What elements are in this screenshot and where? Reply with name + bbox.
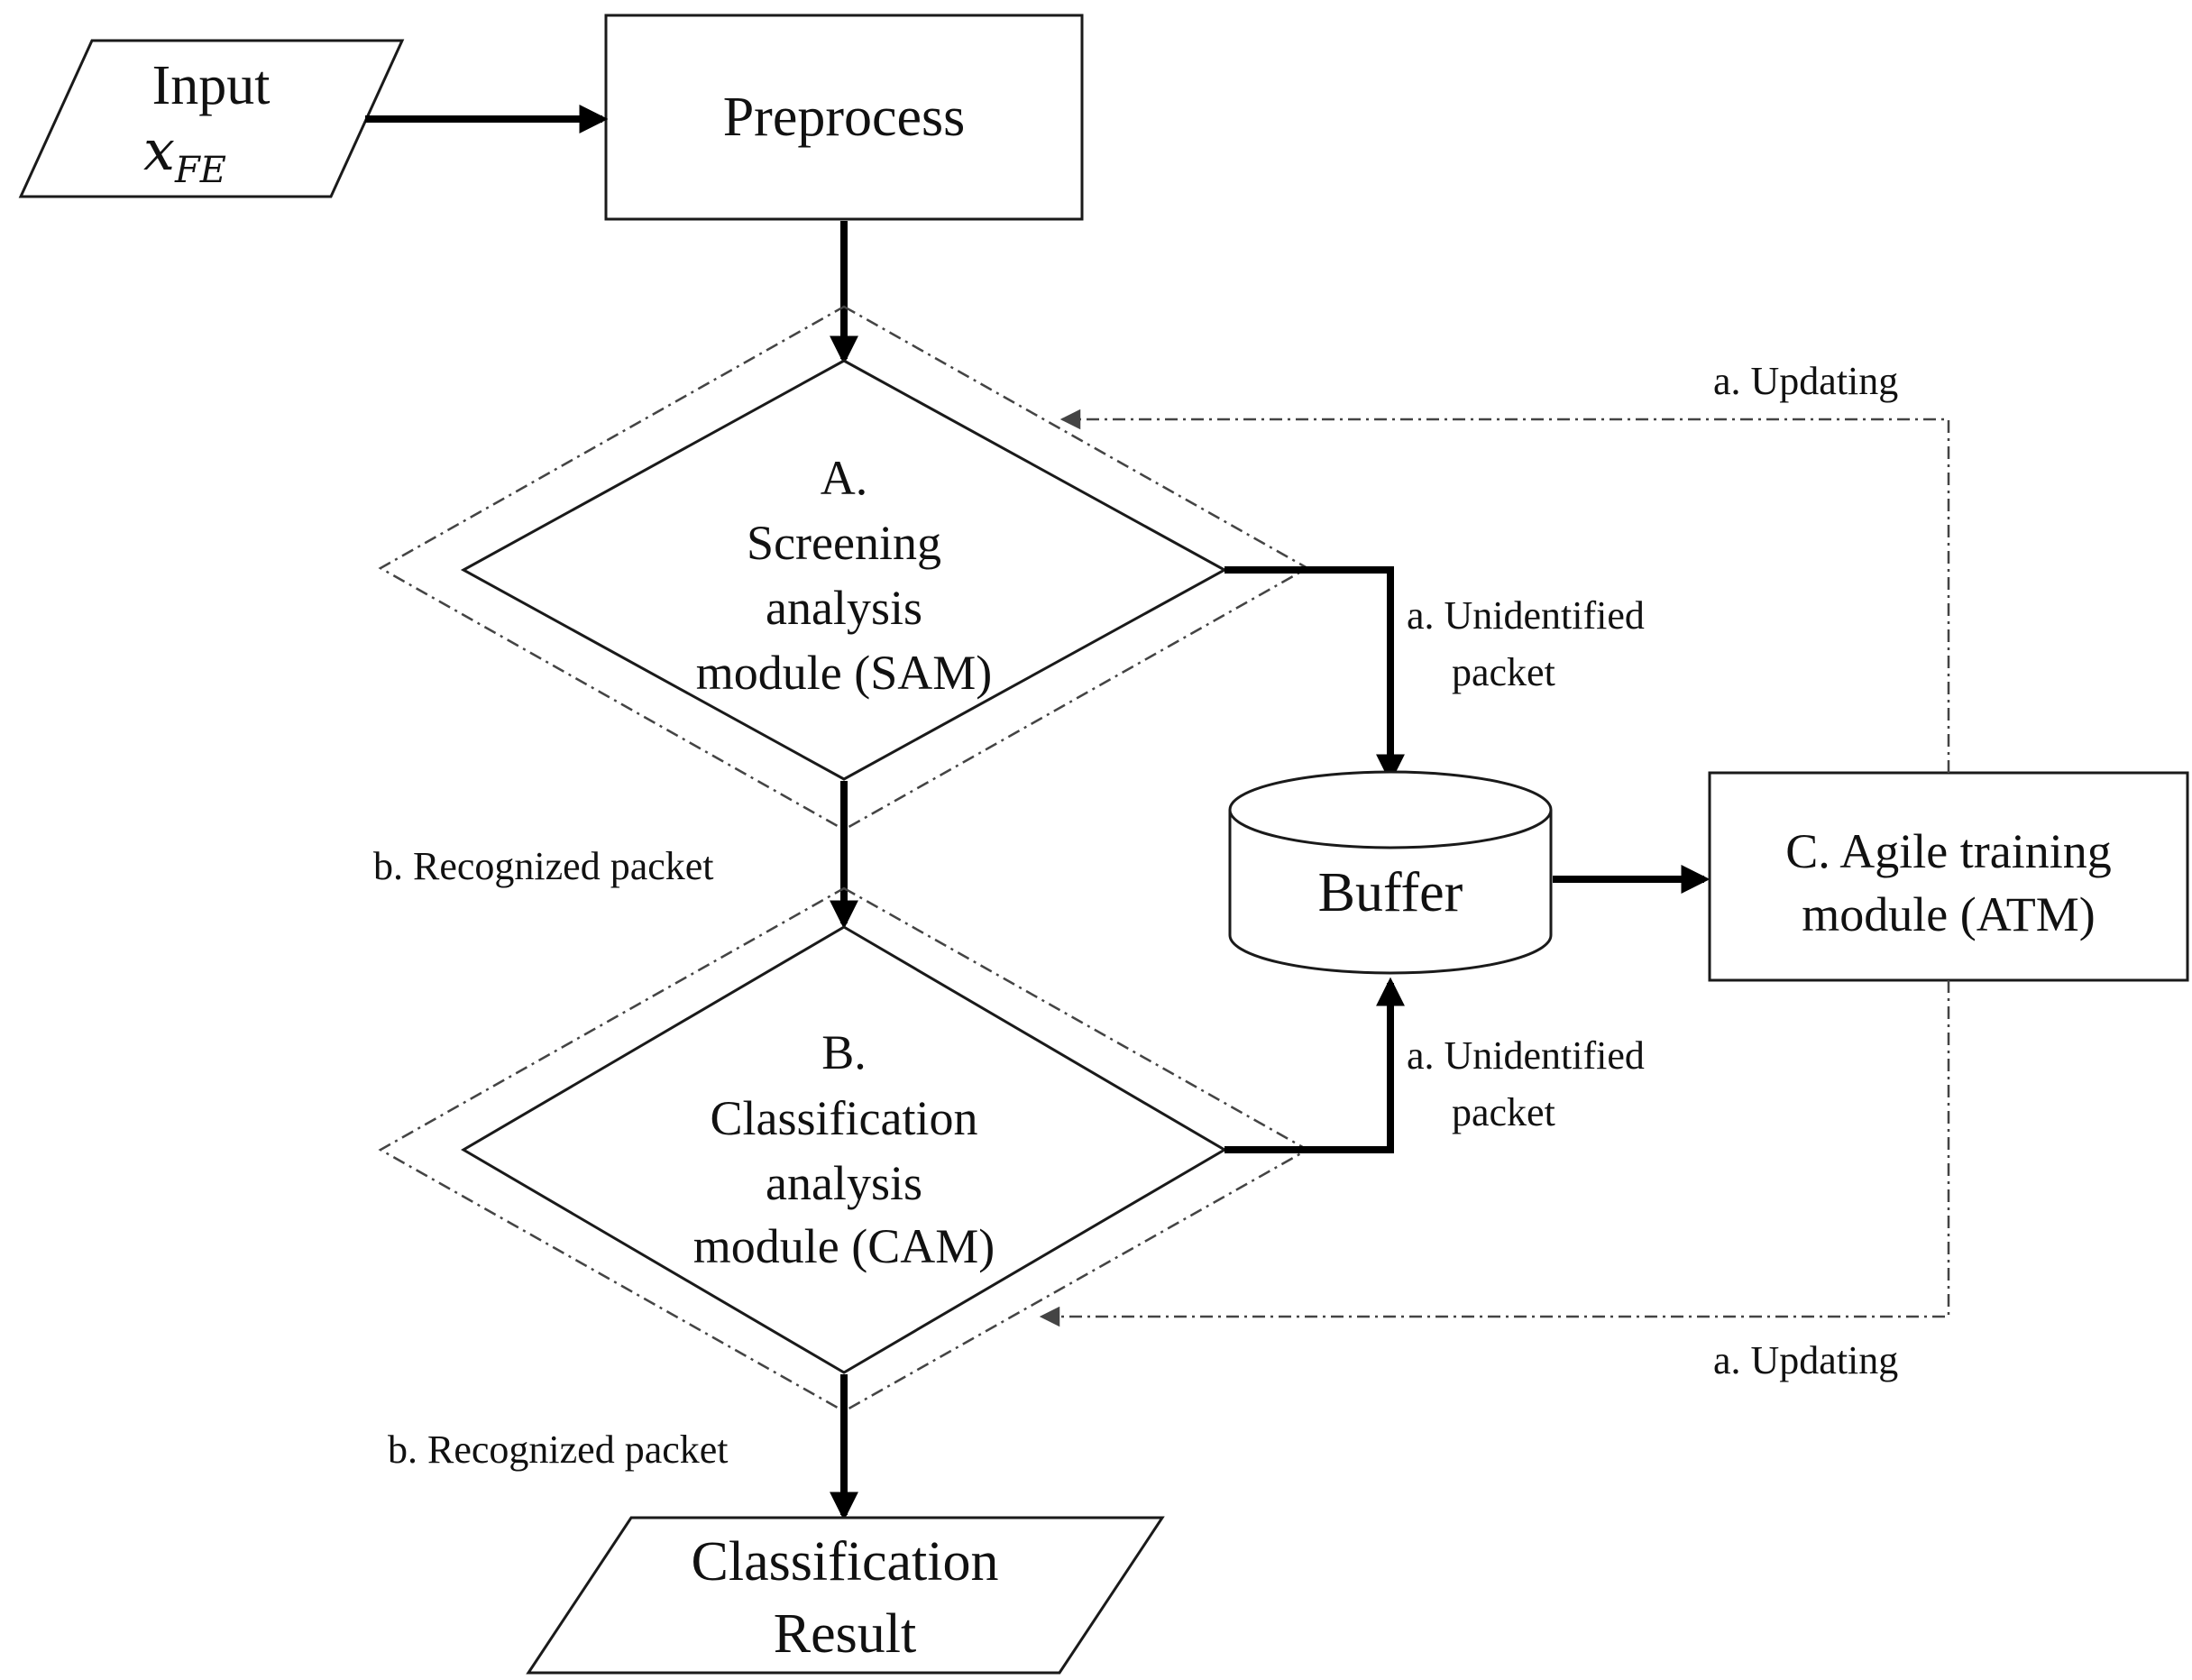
input-variable: xFE [143, 117, 226, 191]
result-label-line2: Result [774, 1603, 916, 1665]
atm-label-line2: module (ATM) [1802, 887, 2095, 941]
preprocess-label: Preprocess [723, 87, 966, 148]
cam-label-line3: analysis [766, 1156, 922, 1210]
cam-label-line2: Classification [711, 1091, 978, 1145]
input-node: Input xFE [18, 39, 405, 198]
label-recognized-mid: b. Recognized packet [373, 844, 714, 888]
sam-label-line4: module (SAM) [696, 646, 992, 700]
arrow-atm-update-sam [1059, 409, 1950, 773]
cam-node: B. Classification analysis module (CAM) [378, 886, 1310, 1413]
buffer-node: Buffer [1228, 770, 1553, 975]
label-updating-bottom: a. Updating [1713, 1338, 1898, 1382]
buffer-label: Buffer [1318, 862, 1463, 923]
sam-label-line3: analysis [766, 581, 922, 635]
label-unidentified-top-line2: packet [1452, 650, 1555, 694]
arrow-cam-to-buffer [1224, 977, 1405, 1153]
arrow-sam-to-buffer [1224, 566, 1405, 784]
atm-node: C. Agile training module (ATM) [1708, 771, 2189, 982]
label-unidentified-bottom-line2: packet [1452, 1090, 1555, 1134]
sam-label-line1: A. [821, 451, 868, 505]
sam-node: A. Screening analysis module (SAM) [378, 305, 1310, 831]
result-node: Classification Result [526, 1516, 1165, 1675]
label-unidentified-bottom-line1: a. Unidentified [1407, 1033, 1645, 1078]
sam-label-line2: Screening [747, 516, 941, 570]
label-unidentified-top-line1: a. Unidentified [1407, 593, 1645, 638]
cam-label-line4: module (CAM) [693, 1219, 995, 1273]
result-label-line1: Classification [692, 1531, 999, 1593]
preprocess-node: Preprocess [604, 14, 1084, 221]
label-updating-top: a. Updating [1713, 359, 1898, 403]
arrow-atm-update-cam [1039, 980, 1950, 1327]
input-label: Input [152, 55, 271, 116]
label-recognized-bottom: b. Recognized packet [388, 1428, 729, 1472]
atm-label-line1: C. Agile training [1785, 824, 2111, 878]
cam-label-line1: B. [821, 1025, 867, 1079]
